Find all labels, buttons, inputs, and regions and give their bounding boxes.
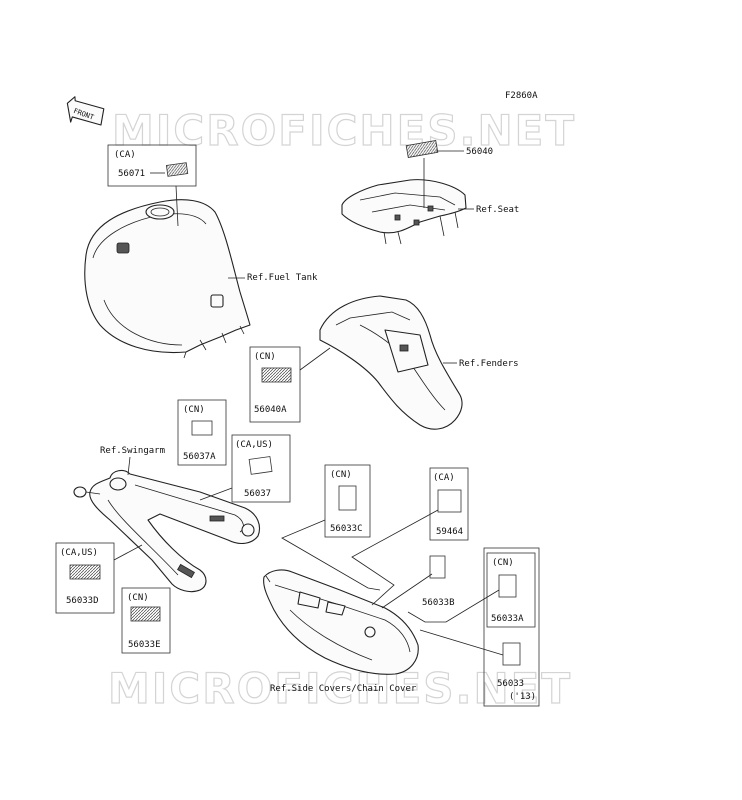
ref-fuel-tank: Ref.Fuel Tank — [247, 273, 318, 283]
decal-56033C — [338, 485, 357, 511]
callout-59464-region: (CA) — [433, 473, 455, 483]
ref-side-covers: Ref.Side Covers/Chain Cover — [270, 684, 417, 694]
watermark-top: MICROFICHES.NET — [112, 106, 576, 155]
callout-56037-region: (CA,US) — [235, 440, 273, 450]
decal-56037A — [191, 420, 213, 436]
callout-59464-box — [429, 467, 469, 541]
ref-fenders: Ref.Fenders — [459, 359, 519, 369]
callout-56040A-part: 56040A — [254, 405, 287, 415]
callout-56071-box — [107, 144, 197, 187]
side-covers — [263, 569, 419, 675]
decal-56040 — [405, 140, 439, 158]
callout-56033D-box — [55, 542, 115, 614]
ref-seat: Ref.Seat — [476, 205, 519, 215]
swingarm — [73, 469, 261, 593]
ref-swingarm: Ref.Swingarm — [100, 446, 165, 456]
callout-56033E-part: 56033E — [128, 640, 161, 650]
callout-56033C-box — [324, 464, 371, 538]
front-arrow-icon: FRONT — [66, 96, 105, 126]
decal-56033 — [502, 642, 521, 666]
decal-59464 — [437, 489, 462, 513]
decal-56033E — [130, 606, 161, 622]
callout-56033E-box — [121, 587, 171, 654]
callout-56033E-region: (CN) — [127, 593, 149, 603]
callout-56033D-region: (CA,US) — [60, 548, 98, 558]
decal-56037 — [248, 456, 273, 475]
decal-56071 — [165, 162, 189, 177]
callout-56033C-region: (CN) — [330, 470, 352, 480]
callout-56033-region: ('13) — [509, 692, 536, 702]
callout-56040A-region: (CN) — [254, 352, 276, 362]
watermark-bottom: MICROFICHES.NET — [108, 664, 572, 713]
fuel-tank — [84, 199, 251, 359]
callout-59464-part: 59464 — [436, 527, 463, 537]
callout-56033-part: 56033 — [497, 679, 524, 689]
callout-56037-part: 56037 — [244, 489, 271, 499]
callout-56033B-part: 56033B — [422, 598, 455, 608]
callout-56071-part: 56071 — [118, 169, 145, 179]
seat-frame — [341, 179, 467, 245]
callout-56040A-box — [249, 346, 301, 423]
callout-56033-group-box — [483, 547, 540, 707]
decal-56040A — [261, 367, 292, 383]
callout-56033A-region: (CN) — [492, 558, 514, 568]
callout-56037A-part: 56037A — [183, 452, 216, 462]
callout-56071-region: (CA) — [114, 150, 136, 160]
callout-56040-part: 56040 — [466, 147, 493, 157]
callout-56037-box — [231, 434, 291, 503]
decal-56033B — [429, 555, 446, 579]
callout-56033C-part: 56033C — [330, 524, 363, 534]
rear-fender — [319, 295, 463, 430]
callout-56033A-part: 56033A — [491, 614, 524, 624]
callout-56033D-part: 56033D — [66, 596, 99, 606]
callout-56037A-box — [177, 399, 227, 466]
decal-56033D — [69, 564, 101, 580]
decal-56033A — [498, 574, 517, 598]
callout-56033A-box — [486, 552, 536, 628]
callout-56037A-region: (CN) — [183, 405, 205, 415]
figure-code: F2860A — [505, 91, 538, 101]
